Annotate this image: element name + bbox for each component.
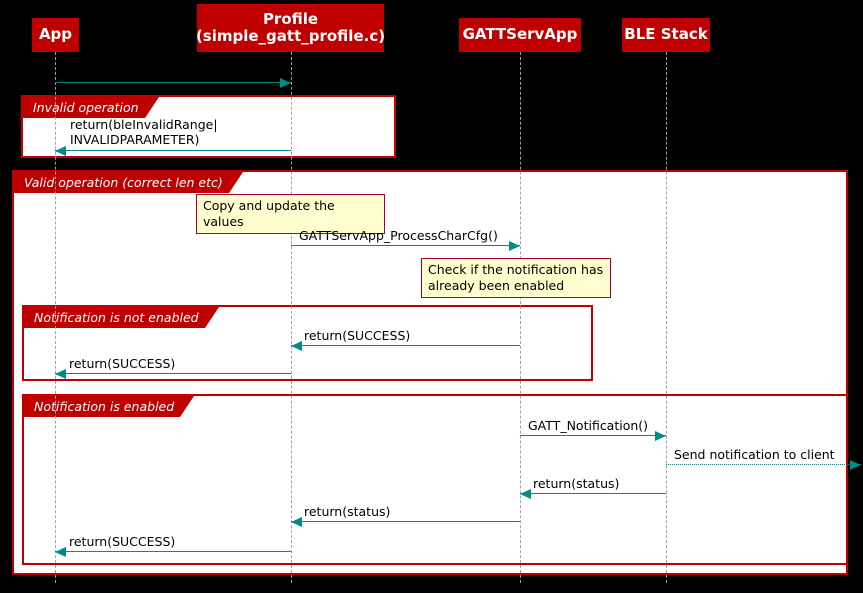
arrow-head-msg-gatt-notification [655,430,666,441]
message-line-msg-gatt-notification [520,435,666,436]
message-line-msg-return-status-gatt-to-profile [291,521,520,522]
message-line-msg-send-notification-to-client [666,464,861,465]
message-line-msg-process-char-cfg [291,245,520,246]
arrow-head-msg-app-to-profile [280,77,291,88]
group-frame-notification-enabled: Notification is enabled [22,394,848,565]
note-note-check-notification: Check if the notification has already be… [421,258,611,298]
message-line-msg-return-invalid-range [55,150,291,151]
group-frame-invalid-operation: Invalid operation [21,95,396,158]
group-label-notification-enabled: Notification is enabled [24,396,195,417]
participant-gattservapp[interactable]: GATTServApp [459,18,581,52]
message-label-msg-return-success-profile-to-app: return(SUCCESS) [69,356,176,371]
arrow-head-msg-process-char-cfg [509,240,520,251]
arrow-head-msg-send-notification-to-client [850,459,861,470]
message-line-msg-app-to-profile [55,82,291,83]
message-label-msg-process-char-cfg: GATTServApp_ProcessCharCfg() [299,228,498,243]
group-label-valid-operation: Valid operation (correct len etc) [14,172,243,193]
group-label-notification-not-enabled: Notification is not enabled [24,307,219,328]
participant-blestack[interactable]: BLE Stack [622,18,710,52]
lifeline-gattservapp [520,52,521,583]
lifeline-blestack [666,52,667,583]
message-line-msg-return-success-gatt-to-profile [291,345,520,346]
group-frame-notification-not-enabled: Notification is not enabled [22,305,593,381]
arrow-head-msg-return-invalid-range [55,145,66,156]
participant-profile[interactable]: Profile (simple_gatt_profile.c) [196,4,385,52]
arrow-head-msg-return-success-final [55,546,66,557]
message-label-msg-return-invalid-range: return(bleInvalidRange| INVALIDPARAMETER… [70,117,218,147]
message-line-msg-return-status-ble-to-gatt [520,493,666,494]
group-label-invalid-operation: Invalid operation [23,97,159,118]
message-label-msg-gatt-notification: GATT_Notification() [528,418,649,433]
lifeline-app [55,52,56,583]
arrow-head-msg-return-status-gatt-to-profile [291,516,302,527]
arrow-head-msg-return-status-ble-to-gatt [520,488,531,499]
message-line-msg-return-success-final [55,551,291,552]
lifeline-profile [291,52,292,583]
message-label-msg-return-status-ble-to-gatt: return(status) [533,476,620,491]
message-label-msg-return-status-gatt-to-profile: return(status) [304,504,391,519]
note-note-copy-update: Copy and update the values [196,194,385,234]
message-label-msg-send-notification-to-client: Send notification to client [674,447,835,462]
participant-app[interactable]: App [32,18,79,52]
message-label-msg-return-success-final: return(SUCCESS) [69,534,176,549]
arrow-head-msg-return-success-profile-to-app [55,368,66,379]
message-label-msg-return-success-gatt-to-profile: return(SUCCESS) [304,328,411,343]
message-line-msg-return-success-profile-to-app [55,373,291,374]
arrow-head-msg-return-success-gatt-to-profile [291,340,302,351]
